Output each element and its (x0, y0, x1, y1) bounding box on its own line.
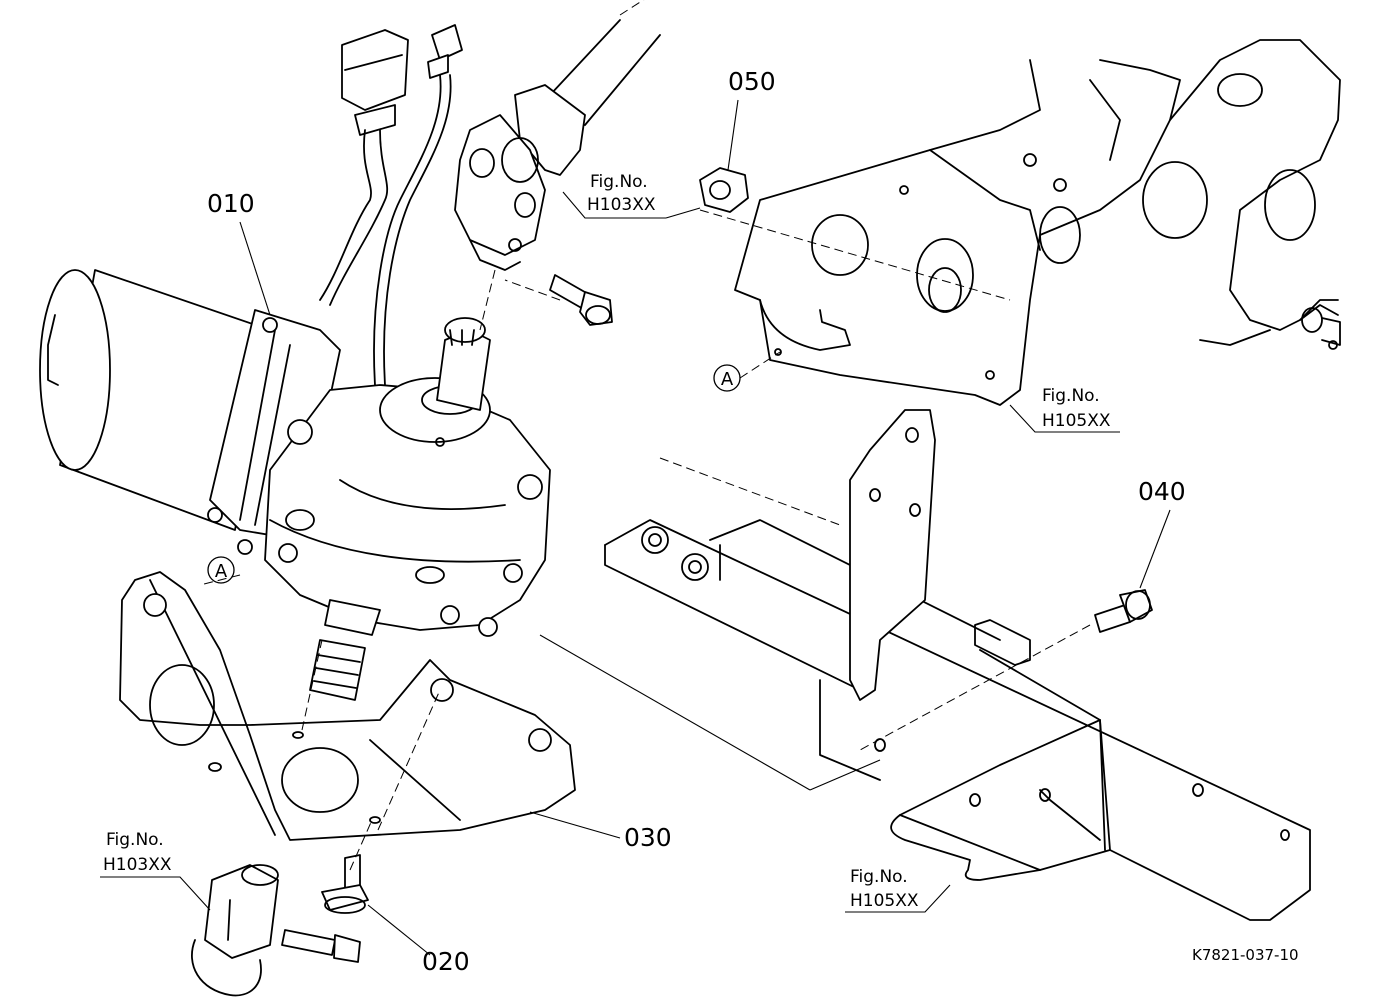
svg-text:H103XX: H103XX (103, 855, 172, 875)
part-label-010: 010 (207, 189, 255, 218)
drawing-code: K7821-037-10 (1192, 946, 1299, 964)
lower-shaft-icon (191, 864, 361, 997)
figure-ref-h103-bottom: Fig.No. H103XX (103, 830, 172, 875)
svg-text:Fig.No.: Fig.No. (850, 867, 908, 887)
gearbox-icon (237, 317, 551, 701)
reference-marker-a-left: A (207, 556, 235, 584)
svg-text:Fig.No.: Fig.No. (106, 830, 164, 850)
svg-text:H103XX: H103XX (587, 195, 656, 215)
leader-lines (100, 99, 1171, 956)
joint-bolt-icon (549, 274, 613, 326)
bolt-040-icon (1094, 589, 1153, 633)
assembly-lines (199, 209, 1091, 871)
connector-icon (341, 24, 463, 136)
part-label-030: 030 (624, 823, 672, 852)
bolt-020-icon (321, 854, 369, 914)
steering-shaft-icon (549, 0, 661, 126)
lower-frame-icon (604, 409, 1311, 921)
upper-frame-icon (734, 39, 1341, 406)
part-label-050: 050 (728, 67, 776, 96)
svg-text:H105XX: H105XX (1042, 411, 1111, 431)
figure-ref-h105-upper: Fig.No. H105XX (1042, 386, 1111, 431)
motor-icon (39, 269, 341, 541)
reference-marker-a-right: A (713, 364, 741, 392)
mounting-bracket-icon (119, 571, 576, 841)
svg-text:H105XX: H105XX (850, 891, 919, 911)
svg-text:Fig.No.: Fig.No. (1042, 386, 1100, 406)
svg-text:A: A (215, 561, 228, 582)
universal-joint-icon (454, 84, 586, 271)
part-label-020: 020 (422, 947, 470, 976)
svg-text:Fig.No.: Fig.No. (590, 172, 648, 192)
wire-harness-icon (319, 74, 452, 386)
part-label-040: 040 (1138, 477, 1186, 506)
figure-ref-h103-top: Fig.No. H103XX (587, 172, 656, 215)
nut-050-icon (699, 167, 749, 213)
figure-ref-h105-lower: Fig.No. H105XX (850, 867, 919, 911)
svg-text:A: A (721, 369, 734, 390)
